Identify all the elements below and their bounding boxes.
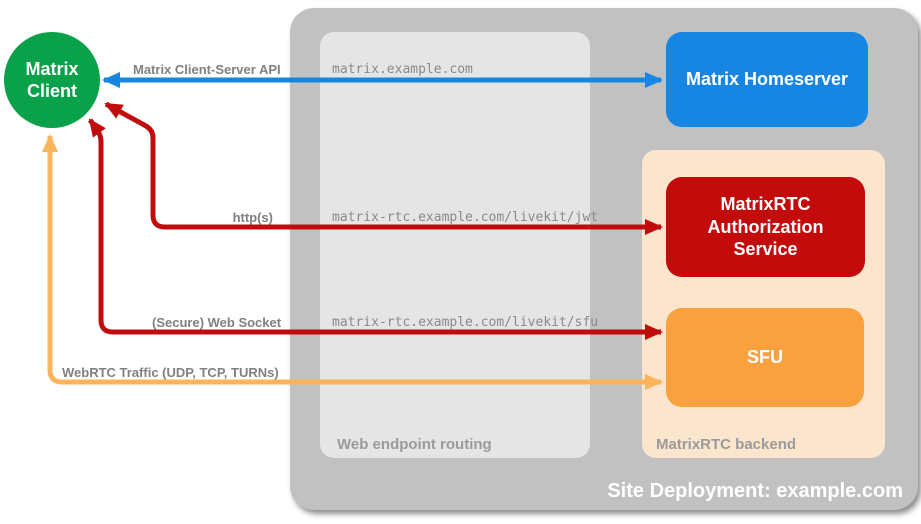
matrixrtc-authorization-service-node: MatrixRTC Authorization Service bbox=[666, 177, 865, 277]
websocket-label: (Secure) Web Socket bbox=[152, 315, 282, 330]
endpoint-matrix-example: matrix.example.com bbox=[332, 62, 473, 77]
http-jwt-arrow bbox=[104, 101, 663, 235]
endpoint-livekit-jwt: matrix-rtc.example.com/livekit/jwt bbox=[332, 210, 599, 225]
client-server-api-label: Matrix Client-Server API bbox=[133, 62, 281, 77]
site-deployment-title: Site Deployment: example.com bbox=[607, 480, 903, 502]
matrix-homeserver-node: Matrix Homeserver bbox=[666, 32, 868, 127]
web-endpoint-routing-caption: Web endpoint routing bbox=[337, 436, 492, 453]
endpoint-livekit-sfu: matrix-rtc.example.com/livekit/sfu bbox=[332, 315, 599, 330]
matrixrtc-backend-caption: MatrixRTC backend bbox=[656, 436, 797, 453]
webrtc-traffic-arrow bbox=[42, 134, 663, 390]
sfu-node: SFU bbox=[666, 308, 864, 407]
http-label: http(s) bbox=[232, 210, 273, 225]
webrtc-traffic-label: WebRTC Traffic (UDP, TCP, TURNs) bbox=[62, 365, 279, 380]
matrix-client-node: Matrix Client bbox=[4, 32, 100, 128]
